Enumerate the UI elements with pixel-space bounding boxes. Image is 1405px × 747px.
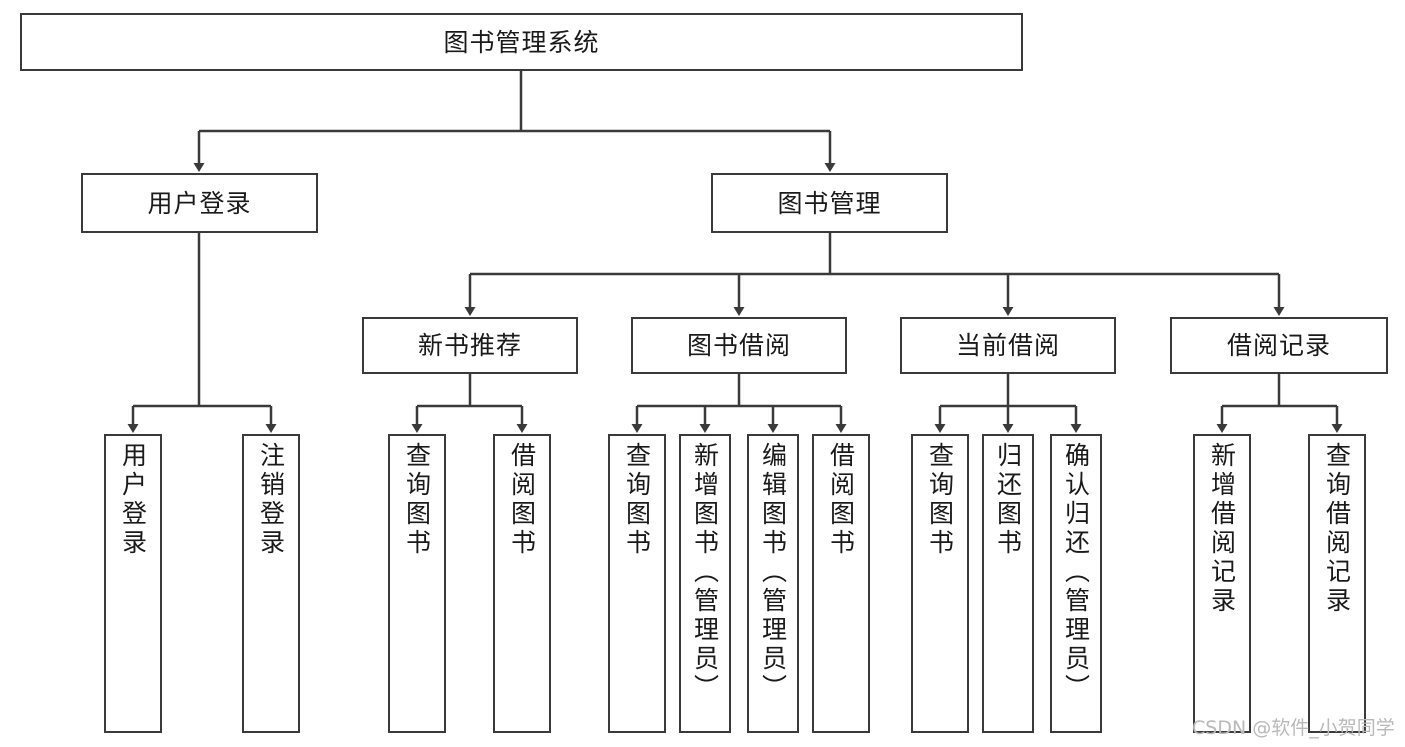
leaf-current-borrow-confirm[interactable]: 确认归还（管理员）: [1050, 434, 1102, 733]
node-user-login-label: 用户登录: [147, 188, 252, 218]
node-book-borrow-label: 图书借阅: [686, 331, 791, 360]
leaf-user-login-login-label: 用户登录: [118, 442, 148, 558]
leaf-user-login-logout[interactable]: 注销登录: [242, 434, 300, 733]
leaf-new-book-query-label: 查询图书: [402, 442, 432, 558]
node-current-borrow-label: 当前借阅: [955, 331, 1060, 360]
node-root[interactable]: 图书管理系统: [20, 13, 1023, 71]
leaf-book-borrow-add-label: 新增图书（管理员）: [690, 442, 720, 703]
node-book-borrow[interactable]: 图书借阅: [631, 317, 847, 374]
leaf-borrow-record-add-label: 新增借阅记录: [1207, 442, 1237, 616]
node-borrow-record-label: 借阅记录: [1226, 331, 1331, 360]
node-new-book-recommendation-label: 新书推荐: [417, 331, 522, 360]
leaf-book-borrow-query-label: 查询图书: [622, 442, 652, 558]
leaf-book-borrow-borrow-label: 借阅图书: [826, 442, 856, 558]
leaf-user-login-login[interactable]: 用户登录: [104, 434, 162, 733]
leaf-borrow-record-add[interactable]: 新增借阅记录: [1193, 434, 1251, 733]
leaf-current-borrow-return[interactable]: 归还图书: [982, 434, 1034, 733]
leaf-borrow-record-query-label: 查询借阅记录: [1322, 442, 1352, 616]
leaf-book-borrow-add[interactable]: 新增图书（管理员）: [679, 434, 731, 733]
leaf-new-book-query[interactable]: 查询图书: [388, 434, 446, 733]
leaf-book-borrow-query[interactable]: 查询图书: [608, 434, 666, 733]
node-book-management[interactable]: 图书管理: [711, 173, 948, 233]
leaf-book-borrow-edit[interactable]: 编辑图书（管理员）: [747, 434, 799, 733]
csdn-watermark: CSDN @软件_小贺同学: [1192, 717, 1395, 739]
leaf-current-borrow-return-label: 归还图书: [993, 442, 1023, 558]
leaf-current-borrow-query-label: 查询图书: [925, 442, 955, 558]
node-user-login[interactable]: 用户登录: [81, 173, 318, 233]
leaf-new-book-borrow-label: 借阅图书: [507, 442, 537, 558]
node-new-book-recommendation[interactable]: 新书推荐: [362, 317, 578, 374]
leaf-new-book-borrow[interactable]: 借阅图书: [493, 434, 551, 733]
leaf-book-borrow-borrow[interactable]: 借阅图书: [812, 434, 870, 733]
node-book-management-label: 图书管理: [777, 188, 882, 218]
leaf-book-borrow-edit-label: 编辑图书（管理员）: [758, 442, 788, 703]
leaf-user-login-logout-label: 注销登录: [256, 442, 286, 558]
leaf-current-borrow-query[interactable]: 查询图书: [911, 434, 969, 733]
node-borrow-record[interactable]: 借阅记录: [1170, 317, 1388, 374]
leaf-borrow-record-query[interactable]: 查询借阅记录: [1308, 434, 1366, 733]
leaf-current-borrow-confirm-label: 确认归还（管理员）: [1061, 442, 1091, 703]
node-root-label: 图书管理系统: [443, 27, 600, 57]
node-current-borrow[interactable]: 当前借阅: [900, 317, 1116, 374]
